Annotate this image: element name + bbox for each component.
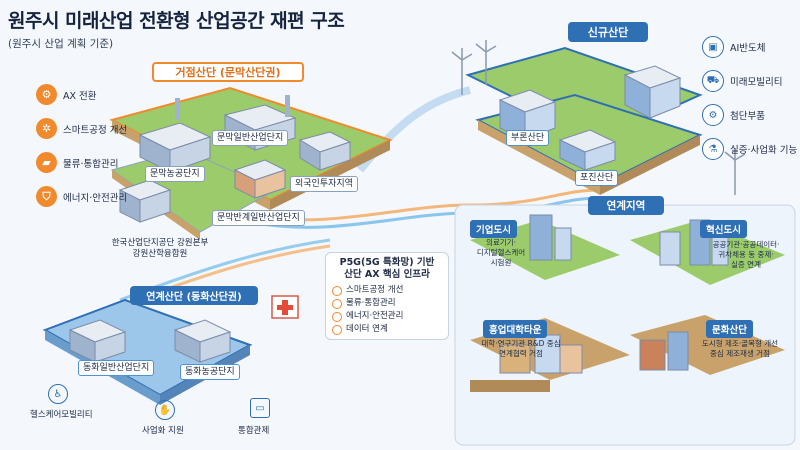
infra-item: 스마트공정 개선	[332, 284, 442, 297]
support-org: 한국산업단지공단 강원본부 강원산학융합원	[90, 238, 230, 260]
linked-label: 통합관제	[238, 426, 270, 436]
lab-icon: ⚗	[702, 138, 724, 160]
linked-site-label: 동화농공단지	[180, 364, 240, 380]
gear-icon: ✲	[36, 118, 57, 139]
support-org-line: 강원산학융합원	[132, 249, 188, 259]
new-site-label: 포진산단	[575, 170, 619, 186]
zone-desc-line: 대학·연구기관 R&D 중심	[481, 339, 561, 348]
truck-icon	[332, 298, 342, 309]
left-item-smart: ✲ 스마트공정 개선	[36, 118, 127, 139]
zone-name: 흥업대학타운	[483, 320, 548, 338]
gear-icon	[332, 285, 342, 296]
infra-item-label: 데이터 연계	[346, 324, 388, 334]
new-site-label: 부론산단	[506, 130, 550, 146]
zone-desc-line: 디지털헬스케어	[476, 248, 526, 257]
infra-item: 데이터 연계	[332, 323, 442, 336]
zone-desc-line: 의료기기·	[486, 238, 516, 247]
new-item-label: 첨단부품	[730, 111, 765, 122]
new-item-label: 실증·사업화 기능	[730, 145, 798, 156]
handshake-icon: ✋	[155, 400, 175, 420]
shield-icon: ⛉	[36, 186, 57, 207]
new-complex-items: ▣ AI반도체 ⛟ 미래모빌리티 ⚙ 첨단부품 ⚗ 실증·사업화 기능	[702, 36, 797, 160]
new-item-label: AI반도체	[730, 43, 766, 54]
monitor-icon: ▭	[250, 398, 270, 418]
page-title: 원주시 미래산업 전환형 산업공간 재편 구조	[8, 10, 345, 32]
zone-name: 문화산단	[706, 320, 753, 338]
left-item-logistics: ▰ 물류·통합관리	[36, 152, 127, 173]
left-item-energy: ⛉ 에너지·안전관리	[36, 186, 127, 207]
hub-site-label: 문막농공단지	[145, 166, 205, 182]
linked-complex-title: 연계산단 (동화산단권)	[130, 286, 258, 305]
zone-desc-line: 도시형 제조·골목형 개선	[701, 339, 779, 348]
hub-site-label: 문막반계일반산업단지	[212, 210, 305, 226]
new-item-label: 미래모빌리티	[730, 77, 783, 88]
wheelchair-icon: ♿	[48, 384, 68, 404]
linked-area-title: 연계지역	[588, 196, 664, 215]
zone-desc: 도시형 제조·골목형 개선 중심 제조재생 거점	[688, 339, 792, 359]
linked-label: 사업화 지원	[142, 426, 184, 436]
zone-desc-line: 공공기관·공공데이터·	[712, 240, 780, 249]
infra-box: P5G(5G 특화망) 기반 산단 AX 핵심 인프라 스마트공정 개선 물류·…	[325, 252, 449, 340]
infra-item-label: 스마트공정 개선	[346, 285, 404, 295]
support-org-line: 한국산업단지공단 강원본부	[111, 238, 209, 248]
ai-chip-icon: ▣	[702, 36, 724, 58]
left-panel: ⚙ AX 전환 ✲ 스마트공정 개선 ▰ 물류·통합관리 ⛉ 에너지·안전관리	[36, 84, 127, 207]
infra-item-label: 에너지·안전관리	[346, 311, 404, 321]
zone-desc-line: 귀차체용 동 중제·	[718, 250, 774, 259]
zone-name: 기업도시	[470, 220, 517, 238]
zone-desc: 의료기기· 디지털헬스케어 시험원	[465, 238, 537, 268]
linked-site-label: 동화일반산업단지	[78, 360, 155, 376]
new-item: ⚗ 실증·사업화 기능	[702, 138, 797, 160]
left-item-label: 물류·통합관리	[63, 158, 119, 170]
left-item-ax: ⚙ AX 전환	[36, 84, 127, 105]
ai-chip-icon: ⚙	[36, 84, 57, 105]
gears-icon: ⚙	[702, 104, 724, 126]
zone-desc-line: 시험원	[490, 258, 512, 267]
car-icon: ⛟	[702, 70, 724, 92]
zone-desc: 대학·연구기관 R&D 중심 연계협력 거점	[462, 339, 580, 359]
new-item: ⛟ 미래모빌리티	[702, 70, 797, 92]
zone-desc-line: 중심 제조재생 거점	[710, 349, 770, 358]
hub-title: 거점산단 (문막산단권)	[152, 62, 304, 82]
infra-item: 물류·통합관리	[332, 297, 442, 310]
linked-label: 헬스케어모빌리티	[30, 410, 93, 420]
zone-name: 혁신도시	[700, 220, 747, 238]
new-item: ⚙ 첨단부품	[702, 104, 797, 126]
left-item-label: 에너지·안전관리	[63, 192, 128, 204]
zone-desc: 공공기관·공공데이터· 귀차체용 동 중제· 실증 연계	[700, 240, 792, 270]
left-item-label: 스마트공정 개선	[63, 124, 128, 136]
infra-item-label: 물류·통합관리	[346, 298, 396, 308]
zone-desc-line: 실증 연계	[731, 260, 761, 269]
truck-icon: ▰	[36, 152, 57, 173]
new-item: ▣ AI반도체	[702, 36, 797, 58]
page-subtitle: (원주시 산업 계획 기준)	[8, 38, 114, 50]
left-item-label: AX 전환	[63, 90, 97, 102]
database-icon	[332, 324, 342, 335]
infra-heading-line2: 산단 AX 핵심 인프라	[344, 269, 430, 280]
hub-site-label: 문막일반산업단지	[212, 130, 289, 146]
infra-item: 에너지·안전관리	[332, 310, 442, 323]
zone-desc-line: 연계협력 거점	[499, 349, 543, 358]
hub-site-label: 외국인투자지역	[290, 176, 358, 192]
infra-heading-line1: P5G(5G 특화망) 기반	[339, 257, 435, 268]
shield-icon	[332, 311, 342, 322]
new-complex-title: 신규산단	[568, 22, 648, 42]
